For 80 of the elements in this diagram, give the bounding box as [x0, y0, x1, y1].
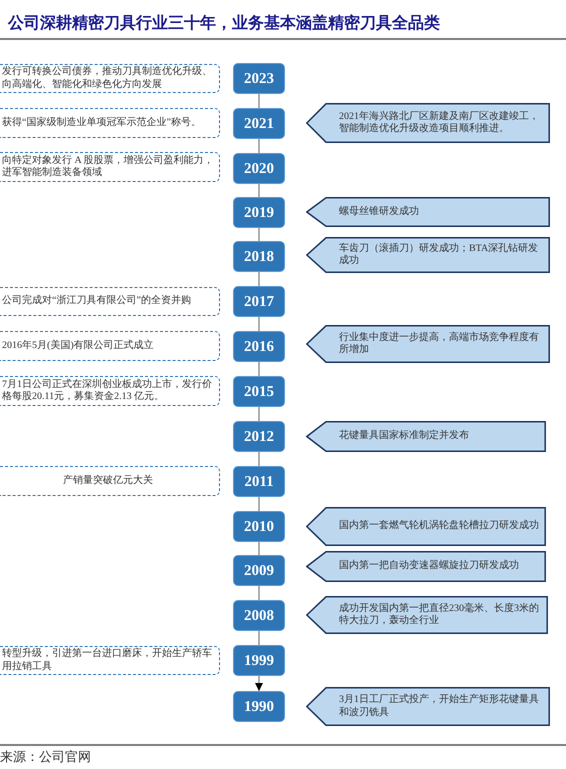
event-note-box: [0, 152, 220, 182]
timeline-line: [258, 272, 260, 286]
timeline-line: [258, 586, 260, 600]
year-label: 2009: [244, 562, 274, 580]
year-marker: [233, 691, 285, 722]
year-marker: [233, 555, 285, 586]
event-text: 行业集中度进一步提高，高端市场竞争程度有所增加: [339, 332, 540, 356]
year-marker: [233, 241, 285, 272]
timeline-line: [258, 452, 260, 466]
timeline-line: [258, 497, 260, 511]
year-label: 2023: [244, 70, 274, 88]
timeline-line: [258, 362, 260, 376]
event-note-box: [0, 376, 220, 406]
page-title: 公司深耕精密刀具行业三十年，业务基本涵盖精密刀具全品类: [8, 14, 440, 34]
timeline-line: [258, 542, 260, 555]
year-label: 2008: [244, 606, 274, 624]
year-label: 1990: [244, 698, 274, 716]
timeline-line: [258, 317, 260, 331]
event-callout: [306, 237, 550, 273]
event-callout: [306, 421, 546, 452]
event-text: 国内第一套燃气轮机涡轮盘轮槽拉刀研发成功: [339, 520, 539, 533]
event-text: 产销量突破亿元大关: [63, 474, 153, 488]
year-marker: [233, 108, 285, 139]
year-marker: [233, 466, 285, 497]
event-note-box: [0, 466, 220, 496]
year-label: 2012: [244, 428, 274, 446]
year-marker: [233, 376, 285, 407]
timeline-line: [258, 94, 260, 108]
event-text: 3月1日工厂正式投产，开始生产矩形花键量具和波刃铣具: [339, 694, 540, 719]
year-label: 2011: [244, 472, 274, 490]
event-callout: [306, 596, 548, 634]
event-callout: [306, 197, 550, 227]
year-label: 2017: [244, 292, 274, 310]
year-label: 2016: [244, 338, 274, 356]
timeline-line: [258, 184, 260, 197]
event-text: 公司完成对“浙江刀具有限公司”的全资并购: [2, 295, 191, 308]
year-label: 2019: [244, 204, 274, 222]
year-marker: [233, 331, 285, 362]
event-callout: [306, 551, 546, 582]
year-label: 2015: [244, 382, 274, 400]
event-text: 2016年5月(美国)有限公司正式成立: [2, 340, 154, 352]
year-label: 2010: [244, 518, 274, 536]
event-text: 花键量具国家标准制定并发布: [339, 430, 469, 443]
timeline-line: [258, 631, 260, 645]
year-marker: [233, 286, 285, 317]
year-label: 2020: [244, 160, 274, 178]
year-marker: [233, 600, 285, 631]
event-text: 车齿刀（滚插刀）研发成功；BTA深孔钻研发成功: [339, 242, 540, 268]
timeline-arrow: [255, 676, 263, 691]
year-label: 2018: [244, 248, 274, 266]
year-marker: [233, 421, 285, 452]
event-text: 2021年海兴路北厂区新建及南厂区改建竣工，智能制造优化升级改造项目顺利推进。: [339, 110, 540, 136]
event-text: 成功开发国内第一把直径230毫米、长度3米的特大拉刀，轰动全行业: [339, 602, 540, 628]
event-text: 螺母丝锥研发成功: [339, 206, 419, 218]
timeline-line: [258, 139, 260, 153]
event-text: 7月1日公司正式在深圳创业板成功上市，发行价格每股20.11元，募集资金2.13 亿元。: [2, 378, 213, 404]
timeline-line: [258, 228, 260, 241]
event-note-box: [0, 646, 220, 675]
event-text: 国内第一把自动变速器螺旋拉刀研发成功: [339, 560, 519, 573]
year-label: 1999: [244, 652, 274, 670]
year-label: 2021: [244, 114, 274, 132]
event-note-box: [0, 287, 220, 316]
event-callout: [306, 103, 550, 143]
event-note-box: [0, 64, 220, 93]
event-note-box: [0, 108, 220, 138]
event-callout: [306, 507, 546, 546]
timeline-line: [258, 407, 260, 421]
event-text: 发行可转换公司债券，推动刀具制造优化升级、向高端化、智能化和绿色化方向发展: [2, 66, 213, 91]
source-note: 来源：公司官网: [0, 749, 91, 765]
event-callout: [306, 687, 550, 726]
event-text: 获得“国家级制造业单项冠军示范企业”称号。: [2, 116, 201, 130]
year-marker: [233, 63, 285, 94]
year-marker: [233, 511, 285, 542]
year-marker: [233, 197, 285, 228]
event-note-box: [0, 331, 220, 361]
event-text: 向特定对象发行 A 股股票，增强公司盈利能力，进军智能制造装备领域: [2, 154, 214, 180]
year-marker: [233, 645, 285, 676]
year-marker: [233, 153, 285, 184]
event-text: 转型升级，引进第一台进口磨床，开始生产轿车用拉销工具: [2, 648, 213, 673]
event-callout: [306, 325, 550, 363]
